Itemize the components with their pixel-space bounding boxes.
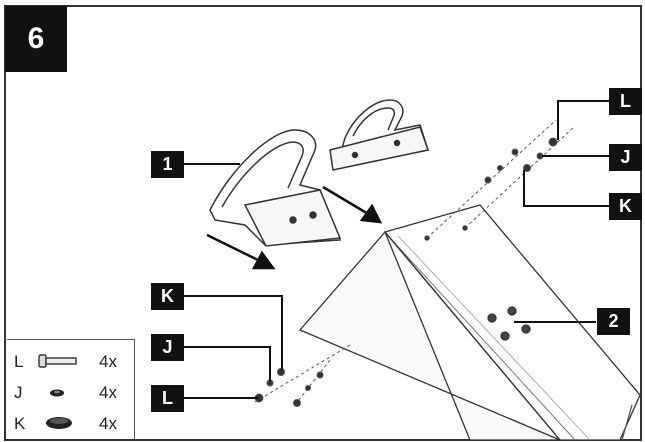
washer-icon [50, 389, 64, 397]
legend-qty: 4x [99, 352, 117, 371]
callout-nut-lower: K [151, 283, 184, 310]
bolt-icon [38, 354, 77, 368]
legend-qty: 4x [99, 383, 117, 402]
callout-nut-upper: K [609, 193, 642, 220]
step-number-badge: 6 [5, 6, 67, 72]
legend-code: L [14, 352, 24, 371]
legend-code: J [14, 383, 23, 402]
callout-washer-upper: J [609, 144, 642, 171]
part-1-bracket-front [209, 129, 342, 247]
callout-part-1: 1 [151, 151, 184, 178]
hardware-upper-right [426, 119, 576, 239]
legend-code: K [14, 414, 26, 433]
callout-part-2: 2 [597, 308, 630, 335]
legend-qty: 4x [99, 414, 117, 433]
legend-row-bolt: L 4x [7, 350, 134, 378]
legend-row-nut: K 4x [7, 412, 134, 440]
hardware-legend: L 4x J 4x K 4x [7, 339, 135, 439]
frame-border [4, 5, 642, 441]
part-1-bracket-back [329, 99, 429, 171]
legend-row-washer: J 4x [7, 381, 134, 409]
callout-bolt-upper: L [609, 88, 642, 115]
leader-lines [182, 100, 611, 399]
direction-arrows [206, 185, 383, 270]
callout-washer-lower: J [151, 334, 184, 361]
nut-icon [46, 417, 72, 429]
callout-bolt-lower: L [151, 385, 184, 412]
part-2-board [298, 204, 641, 441]
